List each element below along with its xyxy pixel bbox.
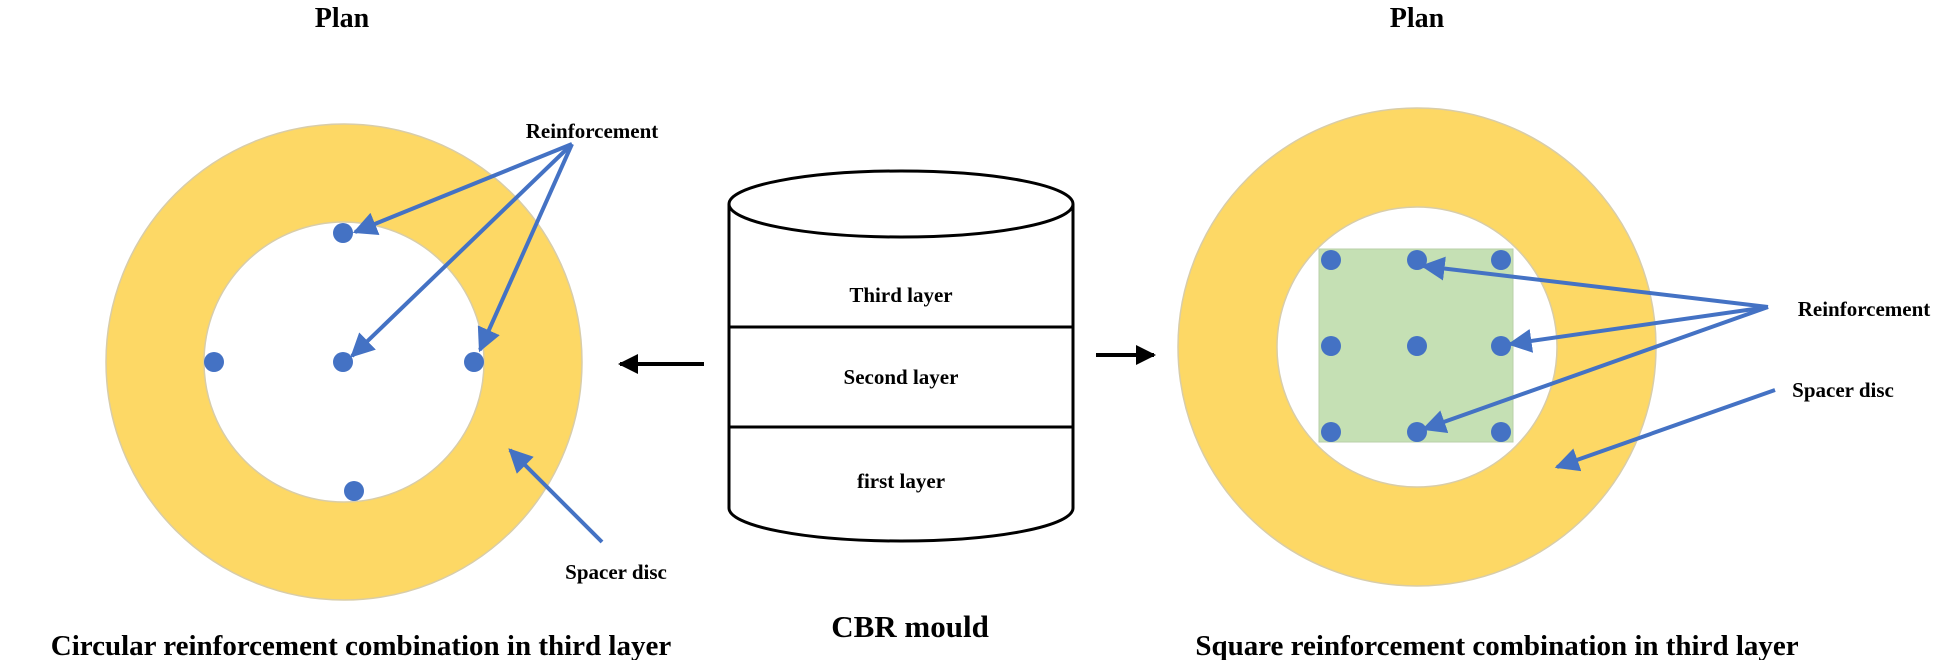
left-reinforcement-label: Reinforcement [526,119,659,143]
right-reinforcement-dot [1321,336,1341,356]
layer-label-third: Third layer [849,283,952,307]
right-reinforcement-dot [1321,250,1341,270]
right-panel: Plan Reinforcement Spacer disc Square re… [1177,3,1931,660]
left-reinforcement-dot-center [333,352,353,372]
left-reinforcement-dot-left [204,352,224,372]
mould-caption: CBR mould [831,609,989,644]
right-reinforcement-arrow-1 [1420,256,1769,309]
left-spacer-label: Spacer disc [565,560,667,584]
left-spacer-disc [105,123,583,601]
right-reinforcement-dot [1321,422,1341,442]
left-reinforcement-dot-bottom [344,481,364,501]
layer-label-first: first layer [857,469,945,493]
right-reinforcement-dot [1407,422,1427,442]
left-reinforcement-dot-right [464,352,484,372]
right-plan-label: Plan [1390,3,1445,34]
right-reinforcement-dot [1407,336,1427,356]
left-reinforcement-dot-top [333,223,353,243]
left-reinforcement-arrow-1 [352,142,573,236]
right-reinforcement-arrow-2 [1507,305,1769,353]
left-reinforcement-arrow-3 [477,143,574,353]
right-spacer-arrow [1554,388,1776,472]
right-reinforcement-dot [1491,336,1511,356]
right-reinforcement-arrow-3 [1421,305,1769,434]
right-caption: Square reinforcement combination in thir… [1195,630,1798,660]
left-reinforcement-arrow-2 [350,142,574,358]
layer-label-second: Second layer [844,365,959,389]
right-reinforcement-label: Reinforcement [1798,297,1931,321]
left-spacer-arrow [508,448,604,544]
right-spacer-label: Spacer disc [1792,378,1894,402]
cbr-mould: Third layer Second layer first layer CBR… [727,169,1075,644]
right-reinforcement-dot [1491,250,1511,270]
left-caption: Circular reinforcement combination in th… [51,630,672,660]
left-plan-label: Plan [315,3,370,34]
right-reinforcement-dot [1491,422,1511,442]
mould-top-ellipse [727,169,1075,239]
mould-body [727,204,1075,543]
left-panel: Plan Reinforcement Spacer disc Circular … [51,3,672,660]
